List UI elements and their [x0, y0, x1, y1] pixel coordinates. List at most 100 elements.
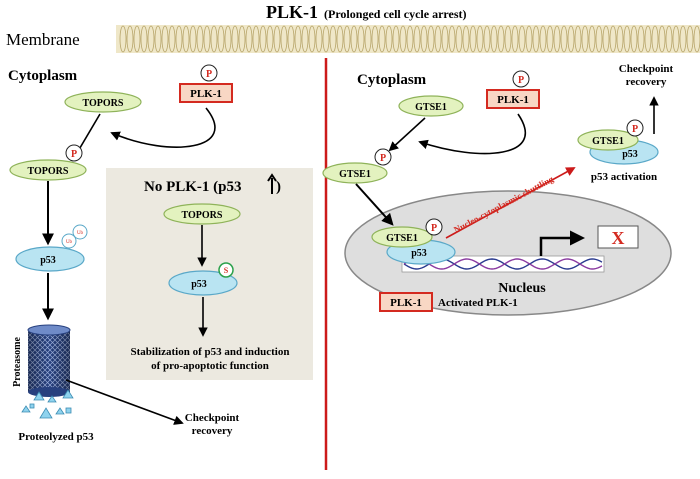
membrane-lipid — [420, 25, 428, 53]
gtse1-phosphorylated: P GTSE1 — [322, 148, 392, 184]
membrane-lipid — [455, 25, 463, 53]
nuclear-gtse1-p53-complex: p53 GTSE1 P — [371, 218, 456, 265]
topors-label-top: TOPORS — [83, 98, 124, 109]
right-cytoplasm-label: Cytoplasm — [357, 72, 427, 88]
membrane-lipid — [259, 25, 267, 53]
nucleus — [344, 190, 672, 316]
membrane-lipid — [448, 25, 456, 53]
legend: PLK-1 Activated PLK-1 — [379, 292, 518, 312]
membrane-lipid — [609, 25, 617, 53]
membrane-lipid — [644, 25, 652, 53]
left-plk1-phospho: P — [206, 69, 212, 80]
membrane-lipid — [441, 25, 449, 53]
membrane-lipid — [238, 25, 246, 53]
nuclear-p53-label: p53 — [411, 248, 427, 259]
gtse1-label-phospho: GTSE1 — [339, 169, 371, 180]
right-plk1-phosphorylation-arrow — [418, 113, 526, 155]
membrane-lipids — [119, 25, 700, 53]
topors-label-phospho: TOPORS — [28, 166, 69, 177]
inset-sumo-label: S — [224, 266, 229, 275]
membrane-lipid — [679, 25, 687, 53]
membrane-lipid — [161, 25, 169, 53]
proteolyzed-label: Proteolyzed p53 — [18, 431, 94, 443]
membrane-lipid — [637, 25, 645, 53]
membrane-lipid — [581, 25, 589, 53]
membrane-lipid — [119, 25, 127, 53]
membrane-lipid — [210, 25, 218, 53]
membrane-lipid — [511, 25, 519, 53]
membrane-lipid — [126, 25, 134, 53]
membrane-lipid — [406, 25, 414, 53]
p53-label-ub: p53 — [40, 255, 56, 266]
proteasome: Proteasome — [12, 324, 71, 397]
gtse1-unphosphorylated: GTSE1 — [398, 95, 464, 117]
membrane-lipid — [336, 25, 344, 53]
membrane-lipid — [658, 25, 666, 53]
inset-topors-label: TOPORS — [182, 210, 223, 221]
membrane-lipid — [322, 25, 330, 53]
membrane-lipid — [672, 25, 680, 53]
membrane-lipid — [616, 25, 624, 53]
membrane-lipid — [280, 25, 288, 53]
nucleus-label: Nucleus — [498, 281, 546, 296]
legend-plk1-box — [379, 292, 433, 312]
membrane-lipid — [399, 25, 407, 53]
membrane-lipid — [574, 25, 582, 53]
membrane-lipid — [371, 25, 379, 53]
membrane-lipid — [168, 25, 176, 53]
left-plk1-phosphorylated: P PLK-1 — [179, 64, 233, 103]
left-plk1-label: PLK-1 — [190, 88, 222, 100]
left-checkpoint-line2: recovery — [192, 425, 233, 437]
right-checkpoint-line2: recovery — [626, 76, 667, 88]
cytoplasmic-gtse1-p53-complex: p53 GTSE1 P — [577, 119, 659, 165]
membrane-lipid — [392, 25, 400, 53]
nuclear-gtse1-phospho: P — [431, 223, 437, 234]
legend-plk1-label: PLK-1 — [390, 297, 422, 309]
membrane-lipid — [476, 25, 484, 53]
right-plk1-label: PLK-1 — [497, 94, 529, 106]
to-checkpoint-arrow-left — [65, 379, 184, 425]
membrane-lipid — [147, 25, 155, 53]
plk1-phosphorylation-arrow — [110, 107, 216, 148]
membrane-lipid — [651, 25, 659, 53]
membrane-lipid — [483, 25, 491, 53]
membrane-lipid — [266, 25, 274, 53]
membrane-lipid — [518, 25, 526, 53]
membrane-lipid — [595, 25, 603, 53]
membrane-lipid — [315, 25, 323, 53]
up-arrow-icon — [267, 173, 277, 194]
inset-p53-label: p53 — [191, 279, 207, 290]
membrane-lipid — [469, 25, 477, 53]
membrane-lipid — [224, 25, 232, 53]
membrane-lipid — [567, 25, 575, 53]
topors-phosphorylated: P TOPORS — [9, 144, 87, 181]
blocked-box — [597, 225, 639, 249]
membrane-lipid — [560, 25, 568, 53]
membrane-label: Membrane — [6, 30, 80, 49]
membrane-lipid — [273, 25, 281, 53]
blocked-x: X — [612, 228, 625, 248]
gtse1-into-nucleus-arrow — [355, 183, 394, 226]
proteasome-label: Proteasome — [12, 337, 23, 387]
membrane-lipid — [203, 25, 211, 53]
membrane-lipid — [532, 25, 540, 53]
membrane-lipid — [504, 25, 512, 53]
ubiquitin-label-1: Ub — [77, 231, 84, 236]
membrane-lipid — [497, 25, 505, 53]
cyto-gtse1-label: GTSE1 — [592, 136, 624, 147]
topors-phospho: P — [71, 149, 77, 160]
inset-caption-line1: Stabilization of p53 and induction — [131, 346, 290, 358]
title-main: PLK-1 — [266, 2, 318, 22]
membrane-lipid — [553, 25, 561, 53]
membrane-lipid — [588, 25, 596, 53]
membrane-lipid — [602, 25, 610, 53]
topors-unphosphorylated: TOPORS — [64, 91, 142, 113]
cyto-p53-label: p53 — [622, 149, 638, 160]
membrane-lipid — [546, 25, 554, 53]
inset-title-close-paren: ) — [276, 179, 281, 195]
membrane-lipid — [175, 25, 183, 53]
membrane-lipid — [196, 25, 204, 53]
membrane-lipid — [378, 25, 386, 53]
shuttling-arrow — [445, 167, 576, 239]
